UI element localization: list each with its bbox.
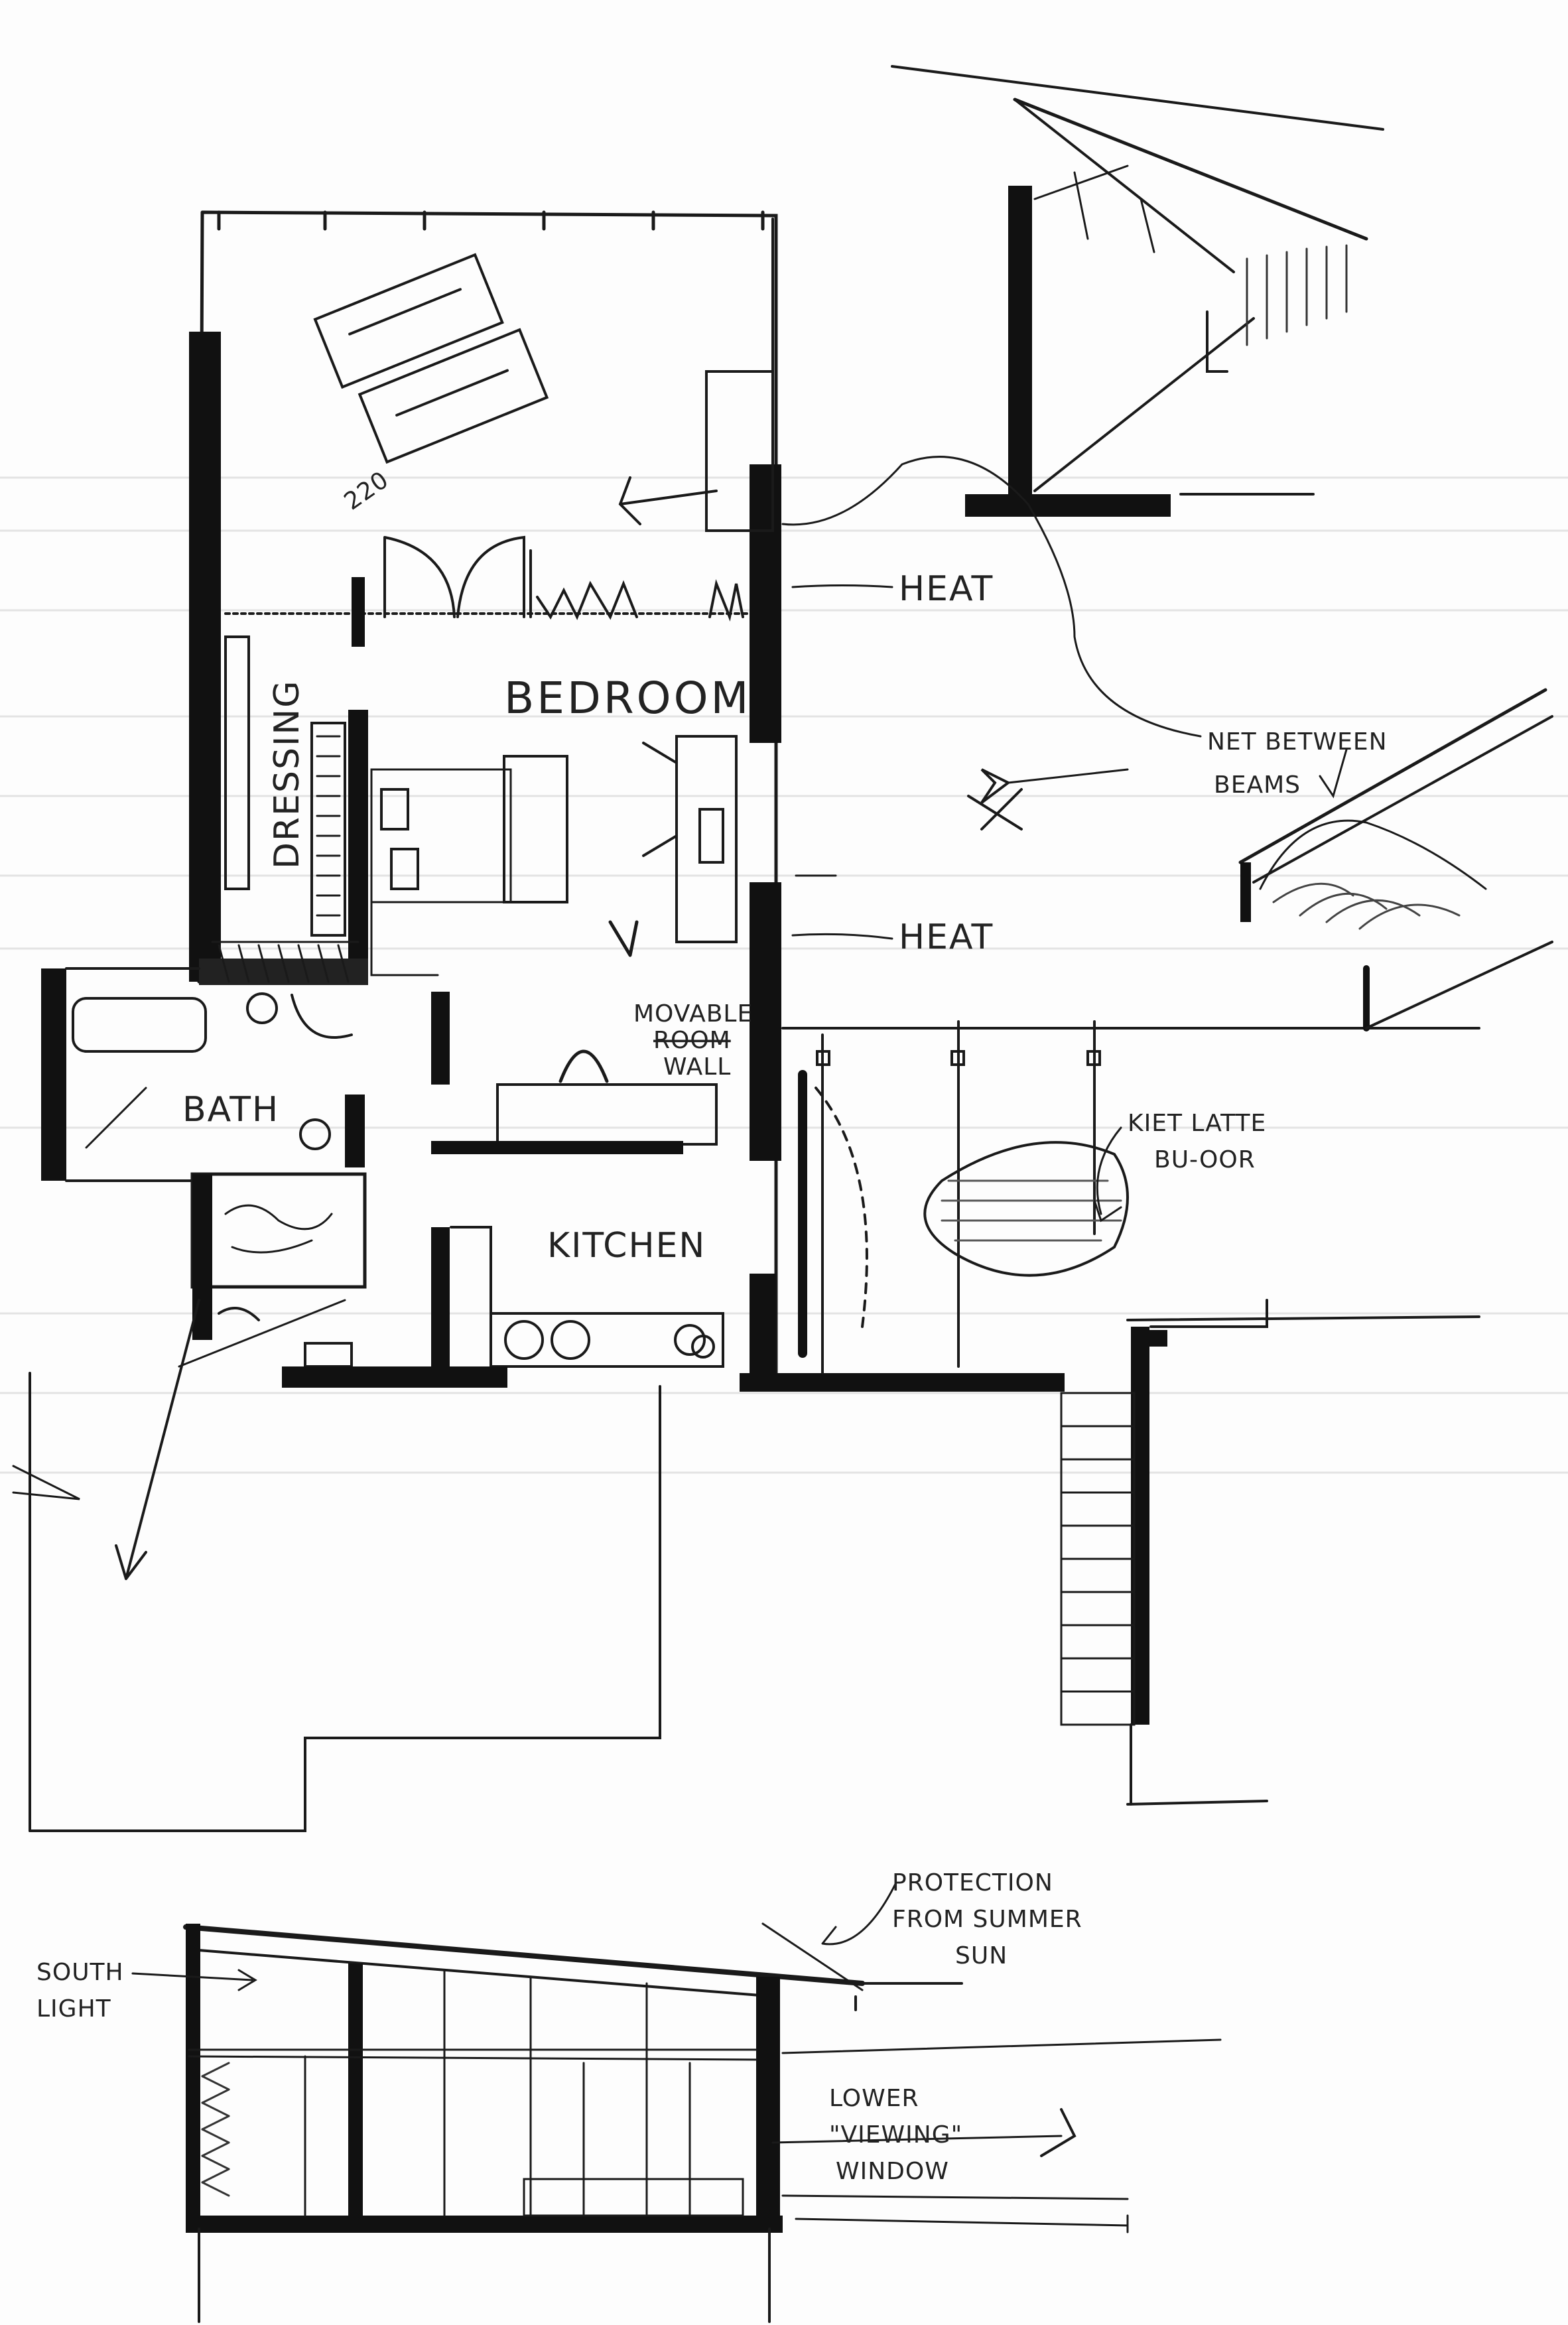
south-wall-1 [282, 1366, 507, 1388]
west-wall [189, 332, 221, 982]
bath-west-wall [41, 968, 66, 1181]
door-swing-1 [383, 536, 456, 618]
south-wall-2 [740, 1373, 1065, 1392]
south-light-label-1: SOUTH [36, 1959, 124, 1986]
door-swing-2 [456, 535, 525, 618]
kiet-latte-pond [923, 1141, 1129, 1277]
movable-wall-label-1: MOVABLE [633, 1000, 753, 1028]
building-section [131, 1883, 1222, 2323]
room-label-bath: BATH [182, 1090, 279, 1130]
room-label-dressing: DRESSING [267, 679, 307, 869]
lower-viewing-label-1: LOWER [829, 2085, 919, 2112]
heat-label-lower: HEAT [899, 917, 994, 957]
east-wall-upper [750, 464, 781, 743]
kiet-latte-label-2: BU-OOR [1154, 1146, 1256, 1173]
kiet-latte-label-1: KIET LATTE [1128, 1110, 1266, 1137]
bed-upper [313, 253, 549, 464]
lower-viewing-label-3: WINDOW [836, 2158, 949, 2185]
roof-post [1008, 186, 1032, 501]
section-roof [183, 1924, 865, 1986]
paper-rules [0, 476, 1568, 1474]
section-east-wall [756, 1977, 780, 2229]
movable-wall-label-3: WALL [663, 1053, 731, 1081]
section-labels: SOUTH LIGHT PROTECTION FROM SUMMER SUN L… [36, 1869, 1082, 2185]
dimension-220: 220 [340, 466, 394, 516]
terrace-door-arc [815, 1087, 868, 1328]
south-light-label-2: LIGHT [36, 1995, 111, 2023]
kitchen-counter [490, 1312, 724, 1368]
east-wall-lower [750, 882, 781, 1161]
room-label-bedroom: BEDROOM [504, 673, 751, 724]
floor-plan [12, 210, 1480, 1832]
protection-label-2: FROM SUMMER [892, 1906, 1082, 1933]
kitchen-island [496, 1083, 718, 1146]
leader-lines [781, 456, 1348, 940]
movable-wall-label-2: ROOM [653, 1027, 731, 1054]
heat-label-upper: HEAT [899, 569, 994, 609]
dressing-hatch [218, 944, 350, 983]
net-between-label-2: BEAMS [1214, 771, 1301, 799]
roof-detail-sketch [891, 65, 1553, 1031]
dressing-wall [348, 710, 368, 982]
room-label-kitchen: KITCHEN [547, 1226, 706, 1266]
north-glazing-ticks [217, 210, 765, 231]
bathtub [72, 997, 207, 1053]
protection-label-3: SUN [955, 1942, 1008, 1969]
section-west-wall [186, 1924, 200, 2229]
protection-label-1: PROTECTION [892, 1869, 1053, 1896]
net-between-label-1: NET BETWEEN [1207, 728, 1388, 756]
lower-viewing-label-2: "VIEWING" [829, 2121, 962, 2149]
section-floor [186, 2216, 783, 2233]
plan-labels: BEDROOM DRESSING BATH KITCHEN HEAT HEAT … [182, 466, 1388, 1266]
